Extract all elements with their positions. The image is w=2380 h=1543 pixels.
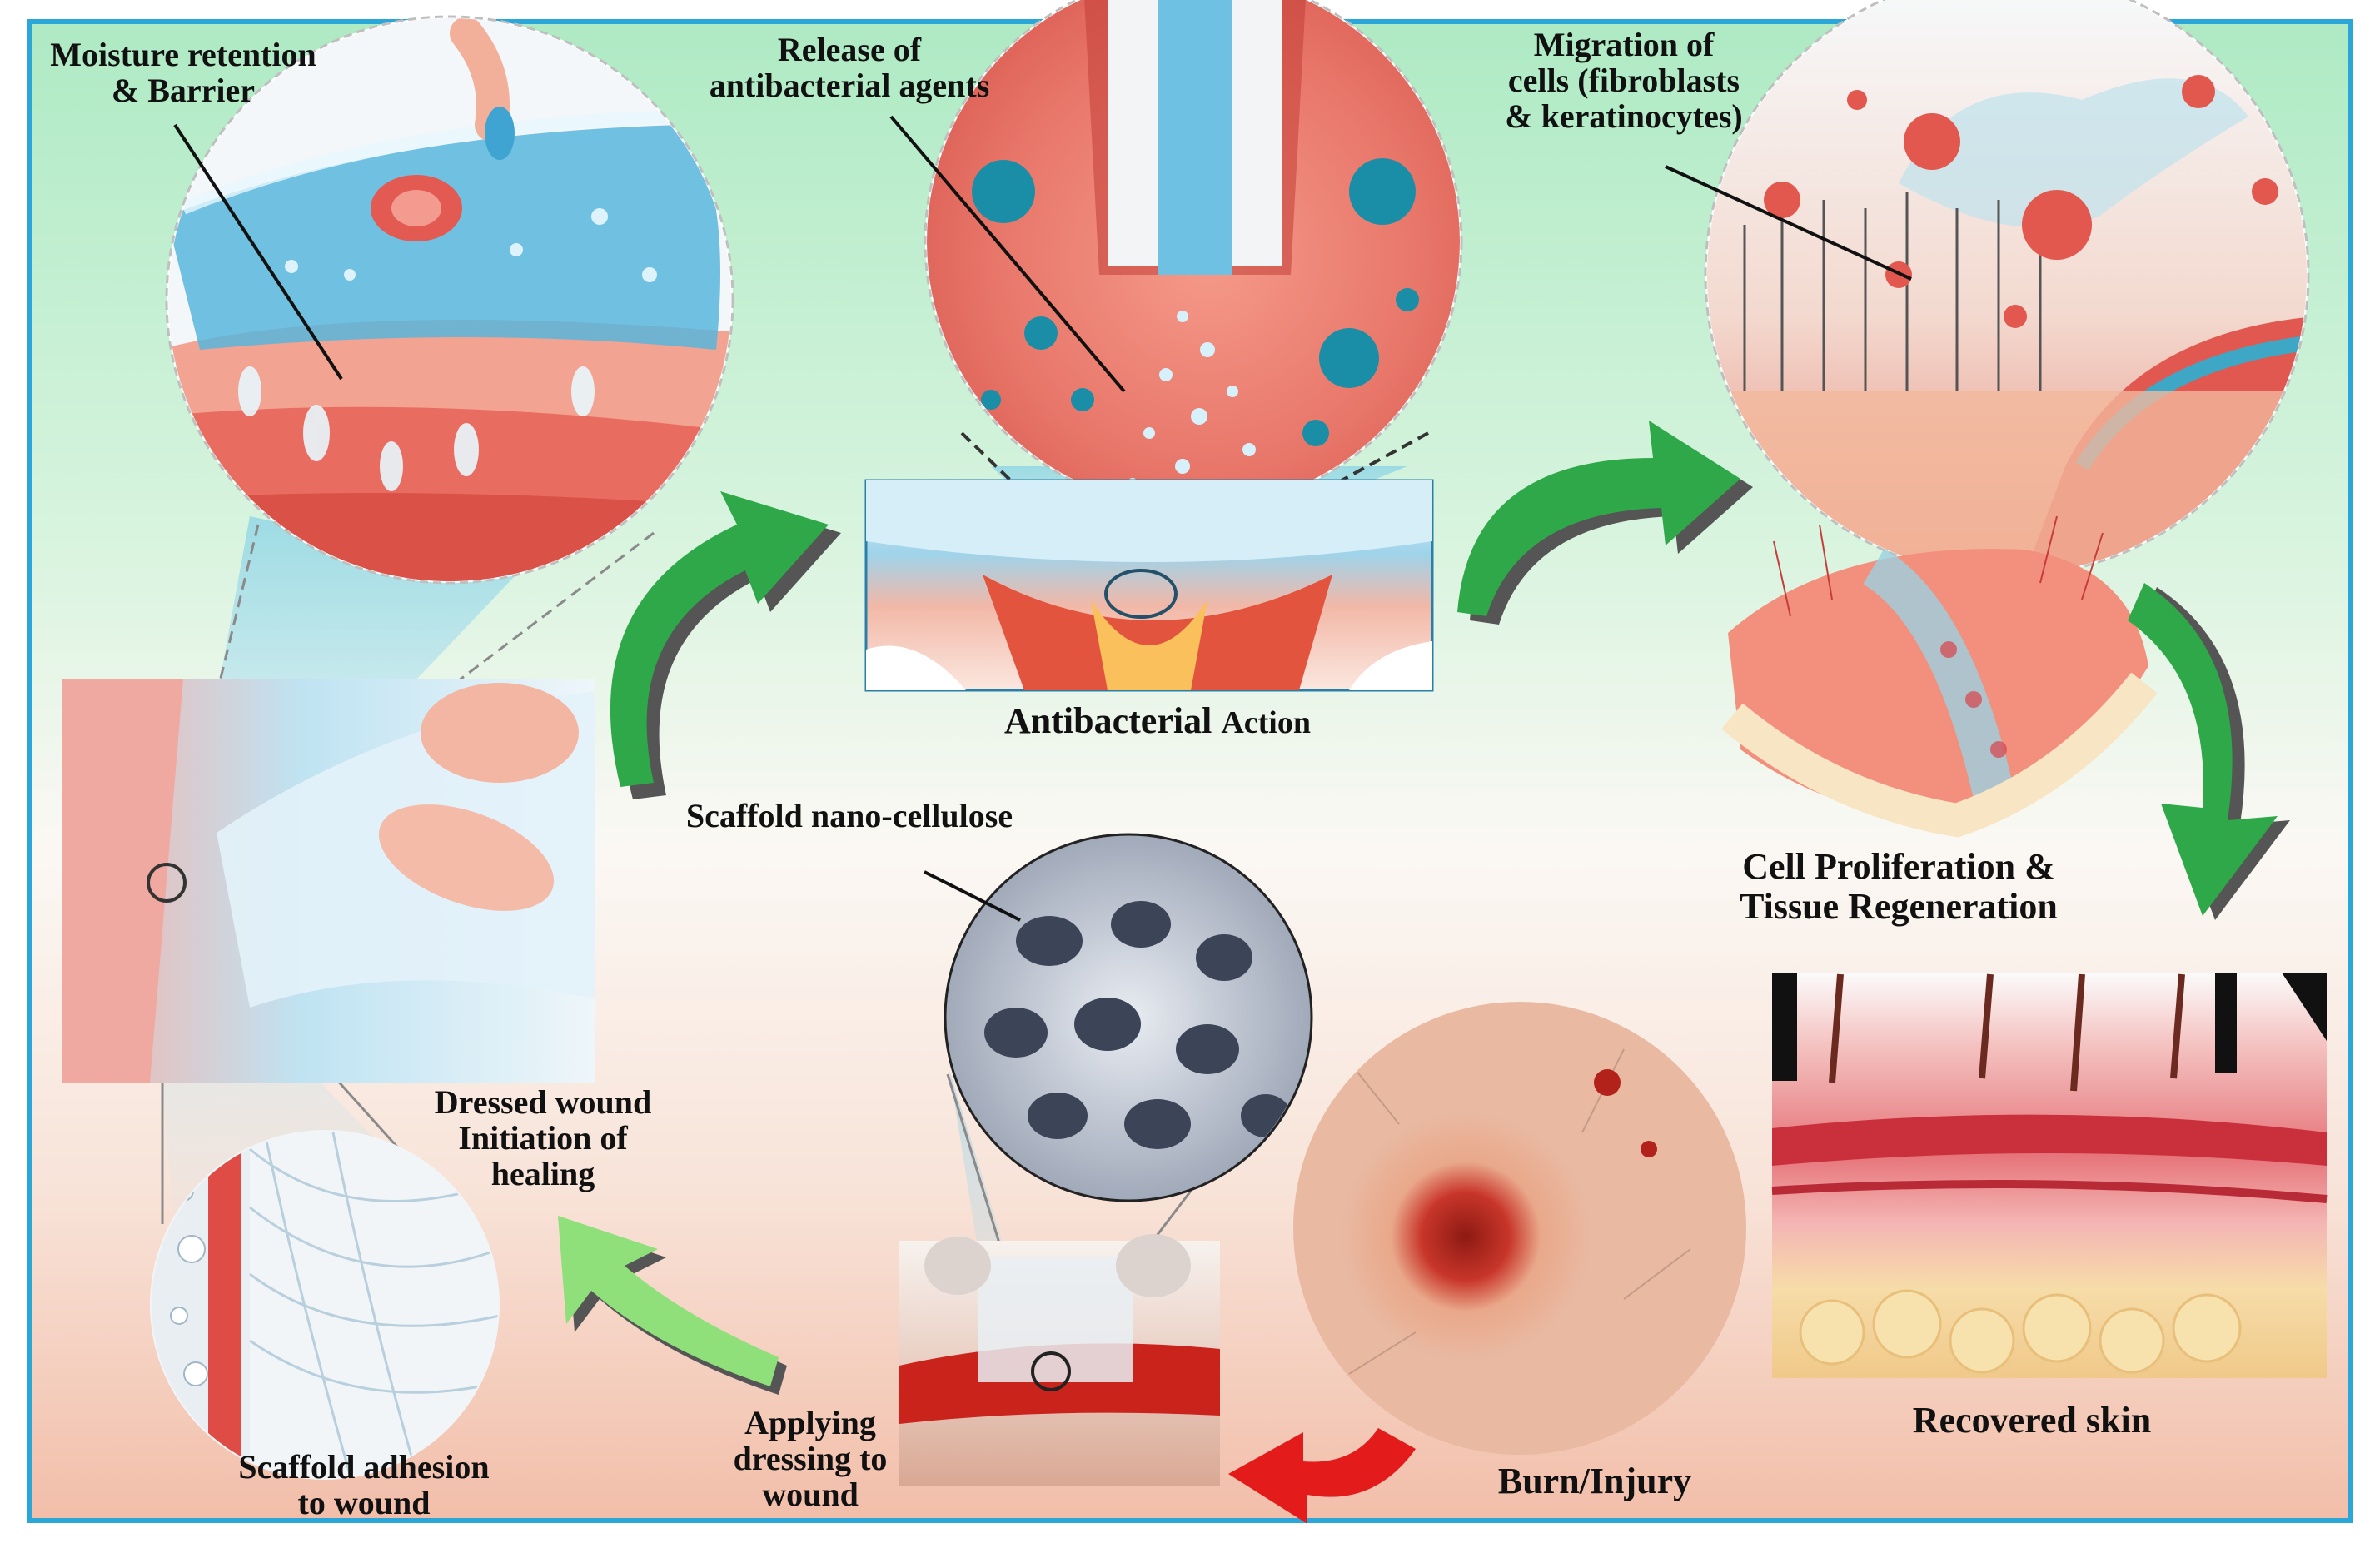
antibacterial-release-illustration bbox=[889, 0, 1463, 511]
label-scaffold-nanocellulose: Scaffold nano-cellulose bbox=[685, 797, 1013, 834]
label-burn-injury: Burn/Injury bbox=[1497, 1461, 1692, 1501]
moisture-retention-illustration bbox=[165, 15, 734, 585]
label-cell-proliferation: Cell Proliferation &Tissue Regeneration bbox=[1740, 846, 2058, 927]
zoom-circle-icon bbox=[147, 863, 187, 903]
tissue-regeneration-illustration bbox=[1721, 515, 2158, 838]
scaffold-nanocellulose-illustration bbox=[924, 833, 1313, 1202]
recovered-skin-image bbox=[1771, 973, 2328, 1378]
cell-migration-illustration bbox=[1665, 0, 2310, 578]
antibacterial-action-image bbox=[864, 479, 1434, 692]
zoom-circle-icon bbox=[1104, 569, 1178, 619]
label-antibacterial-action: Antibacterial Action bbox=[1004, 700, 1311, 741]
label-recovered-skin: Recovered skin bbox=[1912, 1400, 2152, 1441]
zoom-circle-icon bbox=[1031, 1351, 1071, 1391]
burn-injury-illustration bbox=[1293, 1002, 1746, 1455]
pointer-line bbox=[1665, 165, 1912, 281]
curved-arrow-icon bbox=[1228, 1428, 1416, 1524]
curved-arrow-icon bbox=[1457, 421, 1753, 625]
pointer-line bbox=[173, 123, 343, 381]
curved-arrow-icon bbox=[610, 491, 841, 799]
curved-arrow-icon bbox=[2128, 583, 2290, 920]
dressed-wound-image bbox=[62, 679, 595, 1083]
curved-arrow-icon bbox=[558, 1216, 787, 1395]
label-moisture-retention: Moisture retention& Barrier bbox=[50, 36, 316, 110]
applying-dressing-image bbox=[899, 1234, 1220, 1486]
pointer-line bbox=[924, 870, 1021, 922]
pointer-line bbox=[889, 115, 1126, 393]
